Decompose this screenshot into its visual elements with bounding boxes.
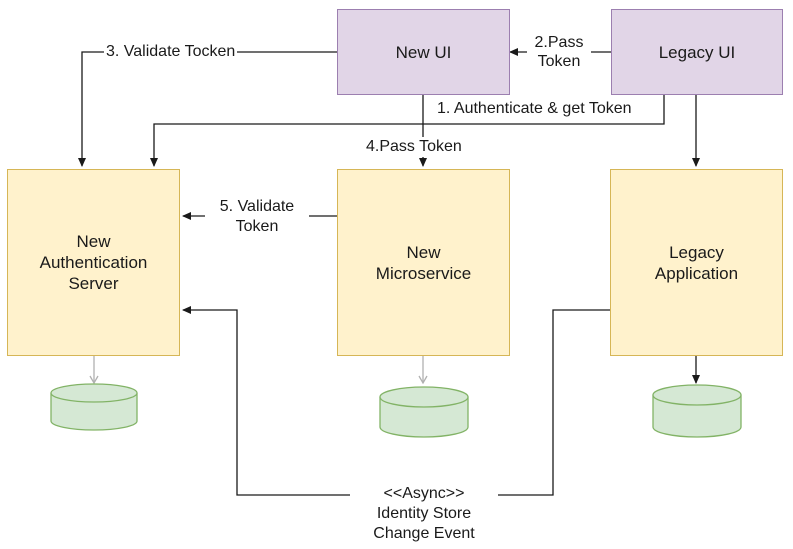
node-auth-server: New Authentication Server — [7, 169, 180, 356]
database-icon — [379, 386, 469, 438]
edge-label-validate-token-5: 5. Validate Token — [205, 197, 309, 237]
node-auth-server-label: New Authentication Server — [39, 232, 148, 293]
node-legacy-app-label: Legacy Application — [654, 242, 739, 283]
node-microservice: New Microservice — [337, 169, 510, 356]
node-legacy-app: Legacy Application — [610, 169, 783, 356]
node-legacy-ui-label: Legacy UI — [658, 42, 736, 62]
node-new-ui: New UI — [337, 9, 510, 95]
node-microservice-label: New Microservice — [375, 242, 472, 283]
edge-label-pass-token-2: 2.Pass Token — [527, 33, 591, 71]
edge-label-validate-token-3: 3. Validate Tocken — [104, 42, 238, 62]
edge-validate-token-3 — [78, 51, 337, 167]
database-icon — [50, 383, 138, 431]
database-icon — [652, 384, 742, 438]
node-new-ui-label: New UI — [395, 42, 452, 62]
edge-label-pass-token-4: 4.Pass Token — [364, 137, 464, 157]
edge-label-authenticate-1: 1. Authenticate & get Token — [435, 99, 634, 119]
edge-authenticate-1 — [150, 95, 665, 167]
node-legacy-ui: Legacy UI — [611, 9, 783, 95]
edge-label-async-event: <<Async>> Identity Store Change Event — [350, 484, 498, 544]
